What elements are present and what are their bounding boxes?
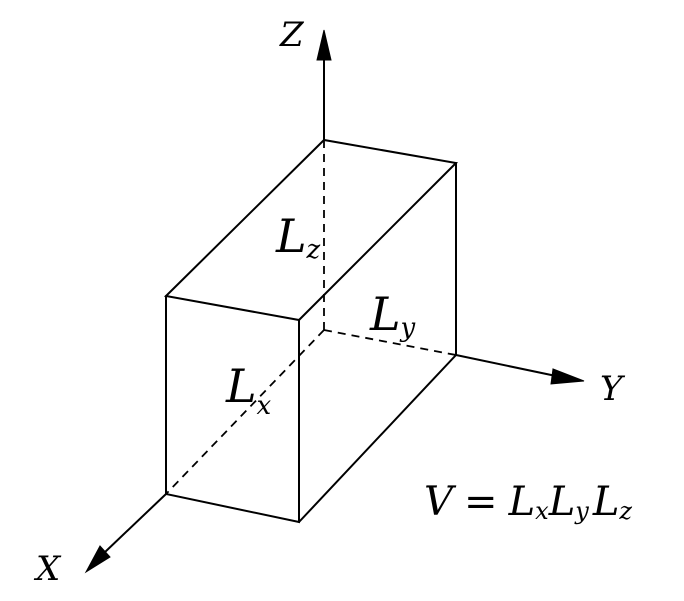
formula-equals: =: [464, 479, 498, 525]
formula-term-1-sub: x: [535, 497, 549, 525]
formula-term-1-letter: L: [508, 479, 536, 525]
box-right-face: [298, 162, 457, 523]
box-top-face: [163, 138, 459, 322]
formula-term-3-letter: L: [592, 479, 620, 525]
formula-lhs: V: [424, 479, 457, 525]
y-axis: [455, 354, 557, 377]
formula-term-2-sub: y: [574, 497, 589, 525]
y-axis-label: Y: [600, 369, 626, 409]
dimension-label-lx: Lx: [225, 359, 272, 421]
ly-letter: L: [369, 287, 401, 341]
dimension-label-ly: Ly: [369, 287, 416, 343]
lz-letter: L: [275, 209, 307, 263]
hidden-edge-x: [165, 329, 325, 495]
x-axis-label: X: [33, 549, 62, 589]
ly-subscript: y: [400, 313, 416, 343]
lx-subscript: x: [257, 391, 272, 421]
z-axis-label: Z: [279, 15, 305, 55]
z-axis-arrowhead: [316, 29, 332, 61]
formula-term-2-letter: L: [548, 479, 576, 525]
y-axis-arrowhead: [550, 368, 585, 385]
box-front-face: [165, 295, 300, 524]
dimension-label-lz: Lz: [275, 209, 321, 265]
lz-subscript: z: [306, 235, 321, 265]
formula-term-3-sub: z: [618, 497, 632, 525]
x-axis: [103, 493, 167, 554]
x-axis-arrowhead: [84, 545, 111, 574]
lx-letter: L: [225, 359, 257, 413]
